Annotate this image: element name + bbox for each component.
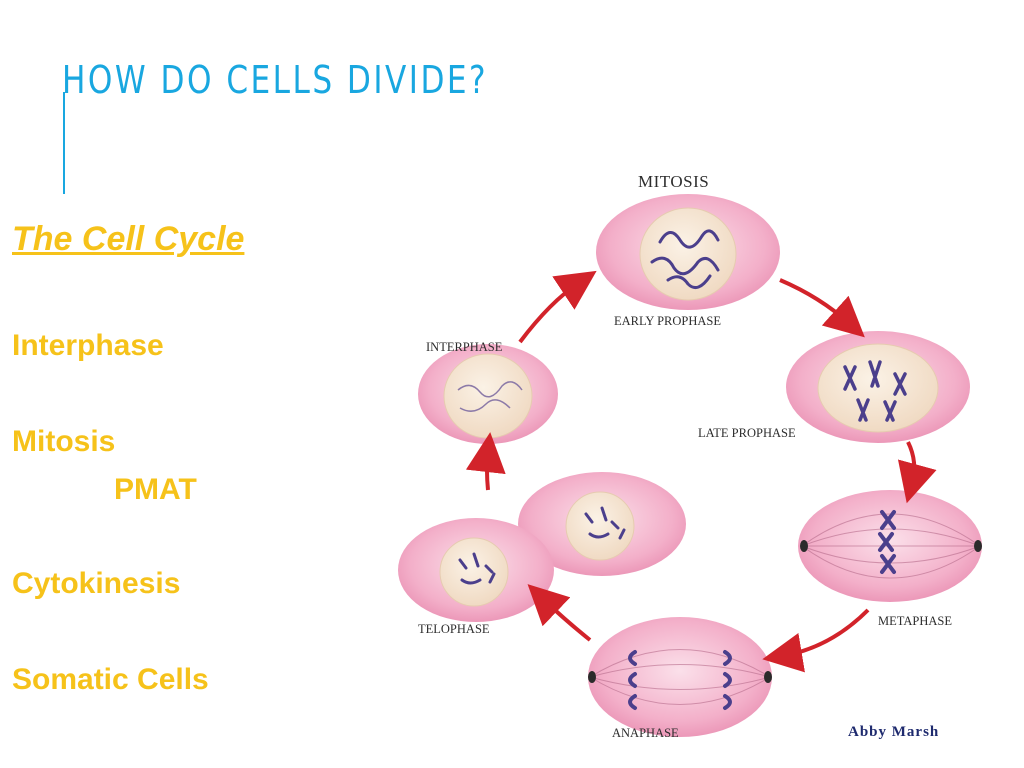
mitosis-figure: MITOSIS EARLY PROPHASE INTERPHASE LATE P… <box>390 162 1010 762</box>
aligned-chromosomes <box>878 510 896 574</box>
cell-telophase <box>398 472 686 622</box>
label-metaphase: METAPHASE <box>878 614 953 628</box>
separating-chromatids <box>628 650 732 710</box>
cell-metaphase <box>798 490 982 602</box>
chromatin-strands <box>650 229 720 290</box>
label-early-prophase: EARLY PROPHASE <box>614 314 721 328</box>
cycle-arrows <box>465 270 937 673</box>
list-item-pmat: PMAT <box>114 473 197 506</box>
label-anaphase: ANAPHASE <box>612 726 679 740</box>
mitosis-cycle-diagram <box>398 194 982 737</box>
list-item-somatic-cells: Somatic Cells <box>12 663 209 696</box>
figure-title: MITOSIS <box>638 172 710 191</box>
arrow-to-metaphase <box>897 441 937 504</box>
list-item-cytokinesis: Cytokinesis <box>12 567 181 600</box>
cell-cycle-heading: The Cell Cycle <box>12 220 245 258</box>
arrow-to-telophase <box>527 584 592 642</box>
label-telophase: TELOPHASE <box>418 622 490 636</box>
cell-late-prophase <box>786 331 970 443</box>
arrow-to-early-prophase <box>518 270 597 344</box>
cell-early-prophase <box>596 194 780 310</box>
cell-anaphase <box>588 617 772 737</box>
arrow-to-anaphase <box>762 608 870 673</box>
arrow-to-interphase <box>465 432 506 491</box>
list-item-interphase: Interphase <box>12 329 164 362</box>
slide-title: HOW DO CELLS DIVIDE? <box>62 58 489 102</box>
cell-cycle-list: The Cell Cycle Interphase Mitosis PMAT C… <box>12 0 372 768</box>
chromosomes-x <box>843 360 907 422</box>
label-interphase: INTERPHASE <box>426 340 503 354</box>
diffuse-chromatin <box>457 381 523 412</box>
list-item-mitosis: Mitosis <box>12 425 116 458</box>
title-accent-bar <box>63 92 65 194</box>
figure-credit: Abby Marsh <box>848 724 940 740</box>
cell-interphase <box>418 344 558 444</box>
label-late-prophase: LATE PROPHASE <box>698 426 796 440</box>
arrow-to-late-prophase <box>779 278 865 338</box>
